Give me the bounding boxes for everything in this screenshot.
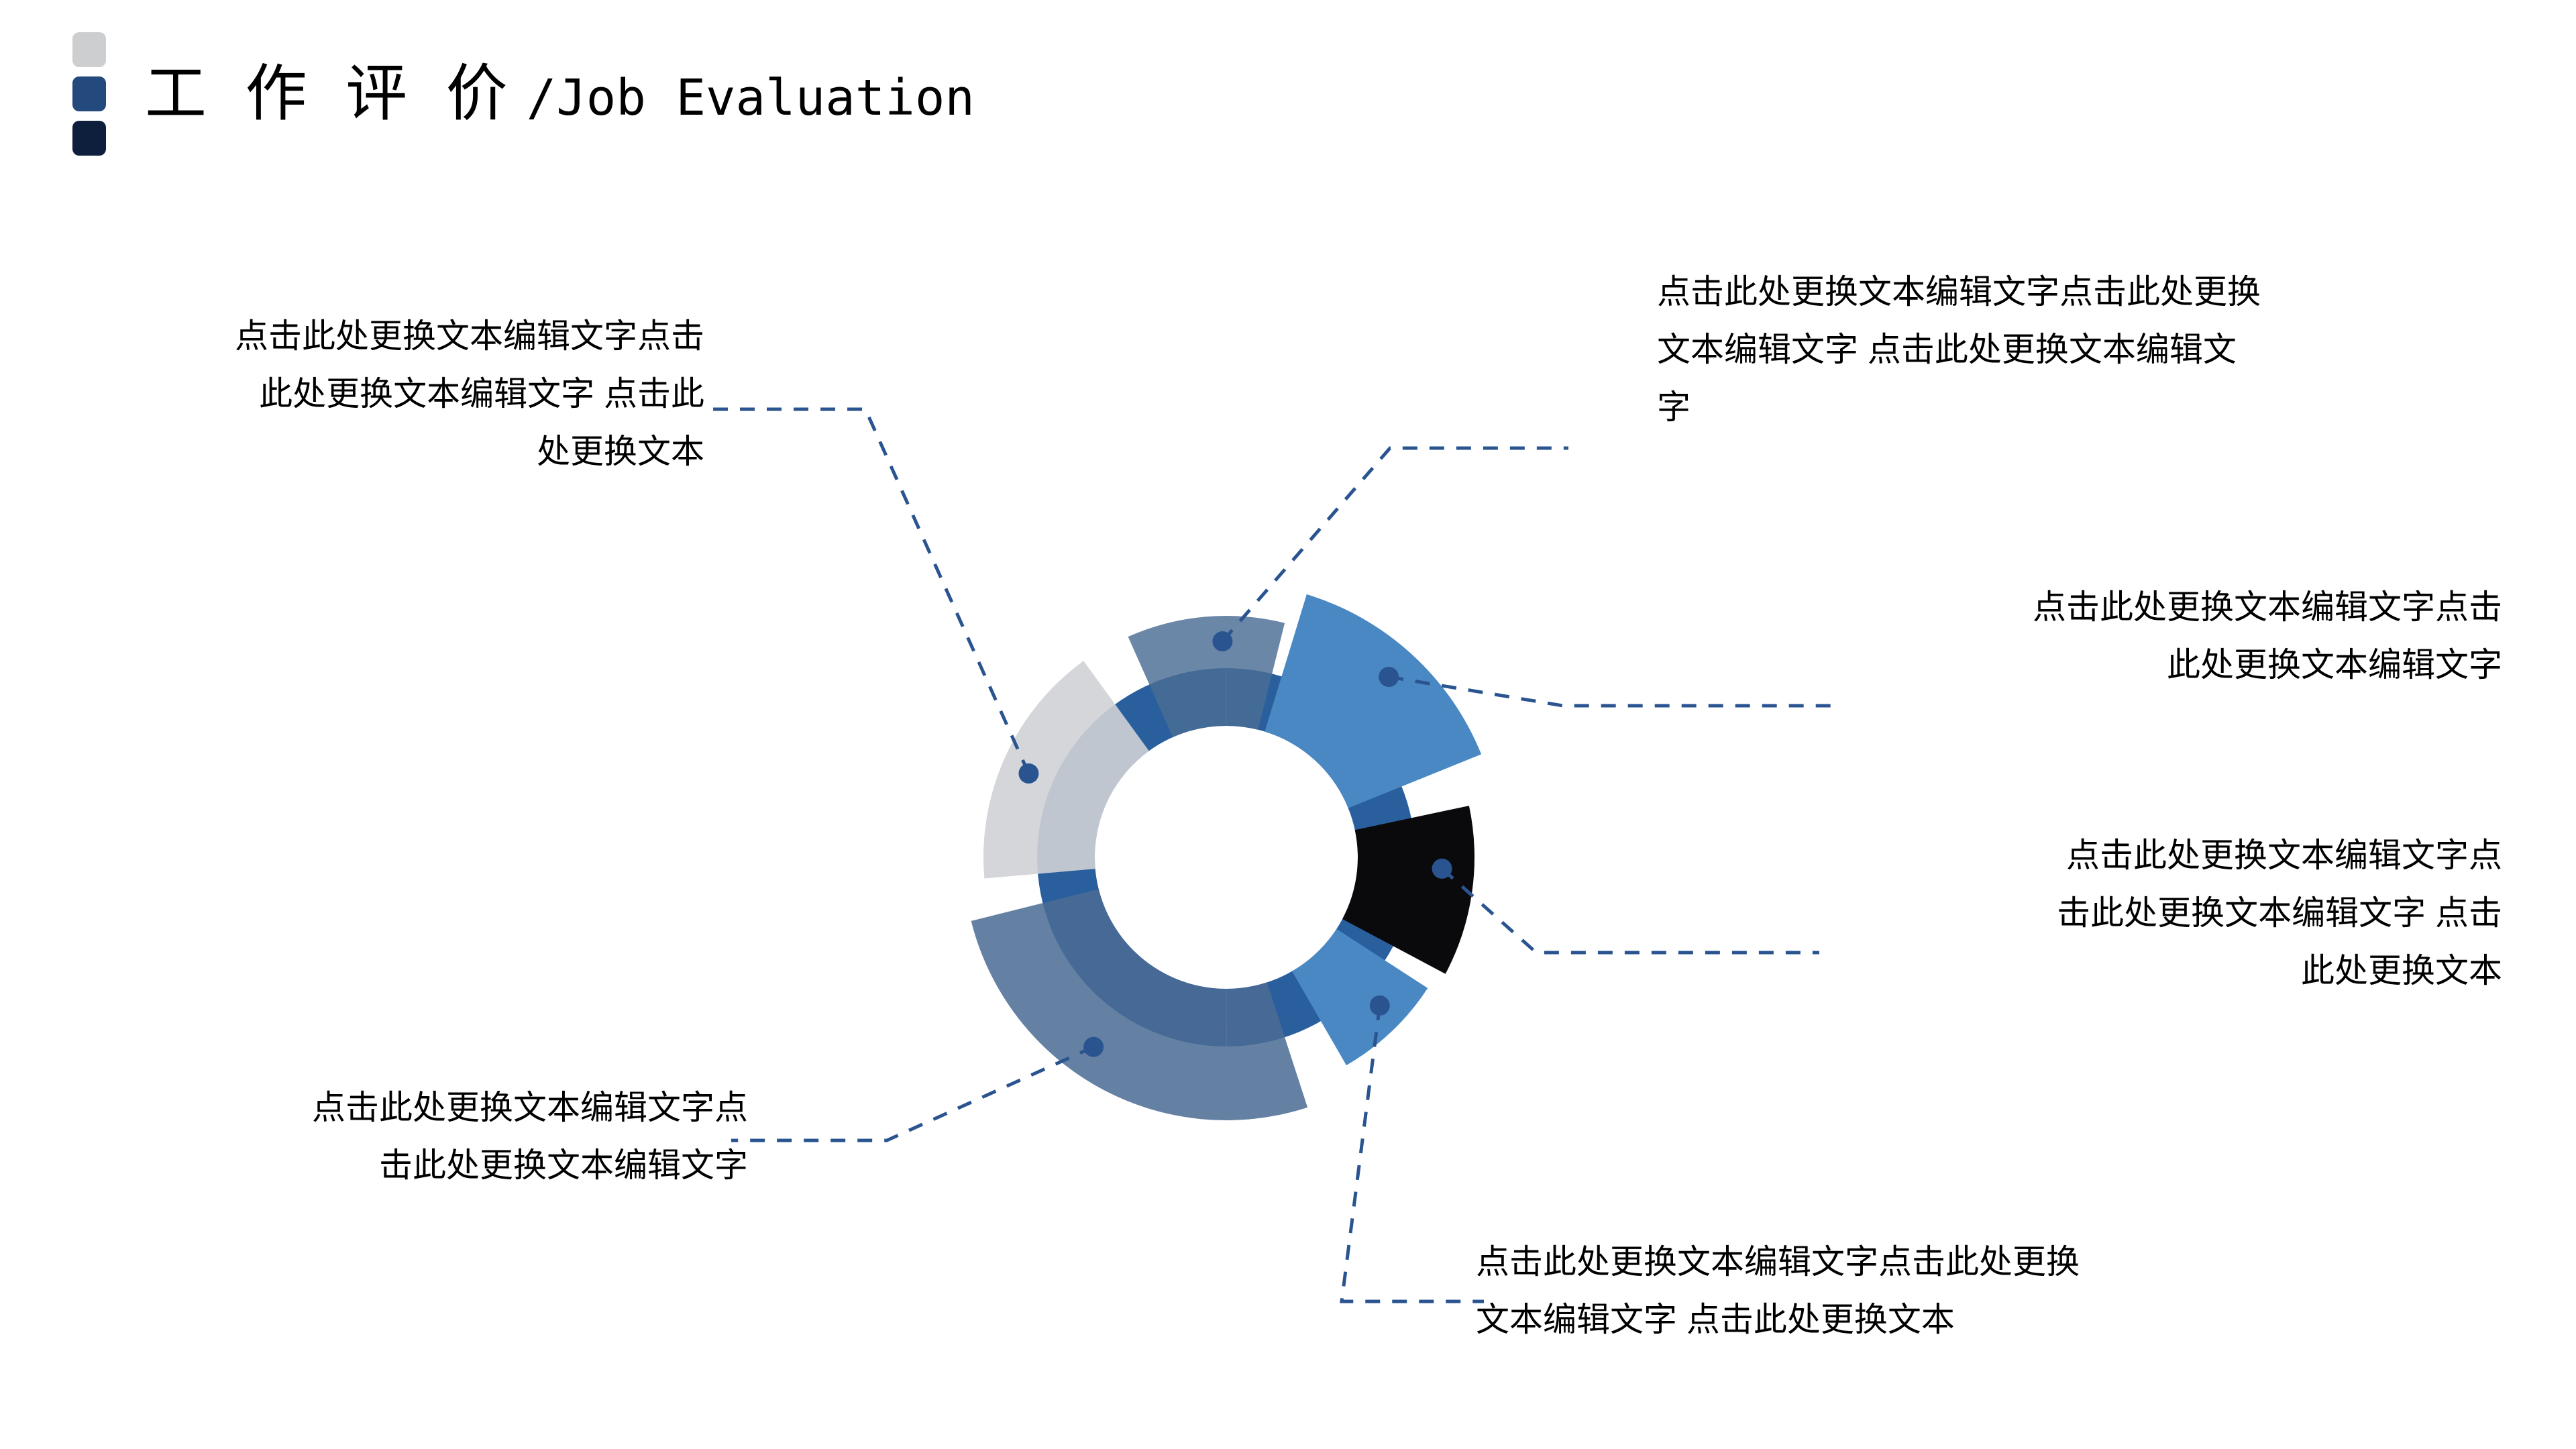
callout-connector-segment-slate-top bbox=[1221, 446, 1568, 643]
page-title-block: 工 作 评 价 /Job Evaluation bbox=[72, 20, 975, 168]
segment-gray-upper-left[interactable] bbox=[983, 661, 1149, 879]
callout-label-right-upper: 点击此处更换文本编辑文字点击 此处更换文本编辑文字 bbox=[2033, 588, 2502, 684]
title-mark-light bbox=[72, 32, 106, 67]
callout-dot-segment-gray-upper-left bbox=[1018, 763, 1039, 784]
callout-connector-segment-gray-upper-left bbox=[703, 407, 1030, 774]
segment-slate-left[interactable] bbox=[971, 889, 1308, 1120]
title-mark-blue bbox=[72, 76, 106, 111]
callout-dot-segment-black-lower-right bbox=[1432, 858, 1452, 879]
callout-label-bottom-left: 点击此处更换文本编辑文字点 击此处更换文本编辑文字 bbox=[312, 1089, 748, 1184]
callout-connector-group bbox=[703, 407, 1839, 1303]
callout-connector-segment-lightblue-bottom bbox=[1340, 1005, 1484, 1303]
page-title-english: /Job Evaluation bbox=[526, 69, 975, 127]
callout-dot-group bbox=[1018, 631, 1452, 1057]
callout-dot-segment-slate-top bbox=[1212, 631, 1233, 652]
callout-dot-segment-slate-left bbox=[1083, 1036, 1104, 1057]
page-title-chinese: 工 作 评 价 bbox=[145, 60, 519, 128]
callout-label-bottom-right: 点击此处更换文本编辑文字点击此处更换 文本编辑文字 点击此处更换文本 bbox=[1476, 1243, 2080, 1338]
callout-dot-segment-lightblue-bottom bbox=[1369, 995, 1390, 1016]
callout-label-right-lower: 点击此处更换文本编辑文字点 击此处更换文本编辑文字 点击 此处更换文本 bbox=[2057, 837, 2502, 989]
donut-segment-group[interactable] bbox=[971, 594, 1482, 1120]
callout-label-top-right: 点击此处更换文本编辑文字点击此处更换 文本编辑文字 点击此处更换文本编辑文 字 bbox=[1657, 273, 2261, 426]
callout-connector-segment-slate-left bbox=[731, 1045, 1095, 1142]
segment-lightblue-right[interactable] bbox=[1265, 594, 1482, 808]
segment-black-lower-right[interactable] bbox=[1342, 806, 1474, 974]
segment-lightblue-bottom[interactable] bbox=[1292, 928, 1428, 1066]
callout-dot-segment-lightblue-right bbox=[1379, 666, 1399, 687]
segment-slate-top[interactable] bbox=[1128, 616, 1285, 737]
callout-connector-segment-lightblue-right bbox=[1388, 675, 1839, 708]
callout-label-top-left: 点击此处更换文本编辑文字点击 此处更换文本编辑文字 点击此 处更换文本 bbox=[235, 317, 704, 470]
title-mark-navy bbox=[72, 121, 106, 156]
page-title: 工 作 评 价 /Job Evaluation bbox=[145, 63, 975, 125]
title-mark-group bbox=[72, 32, 106, 156]
